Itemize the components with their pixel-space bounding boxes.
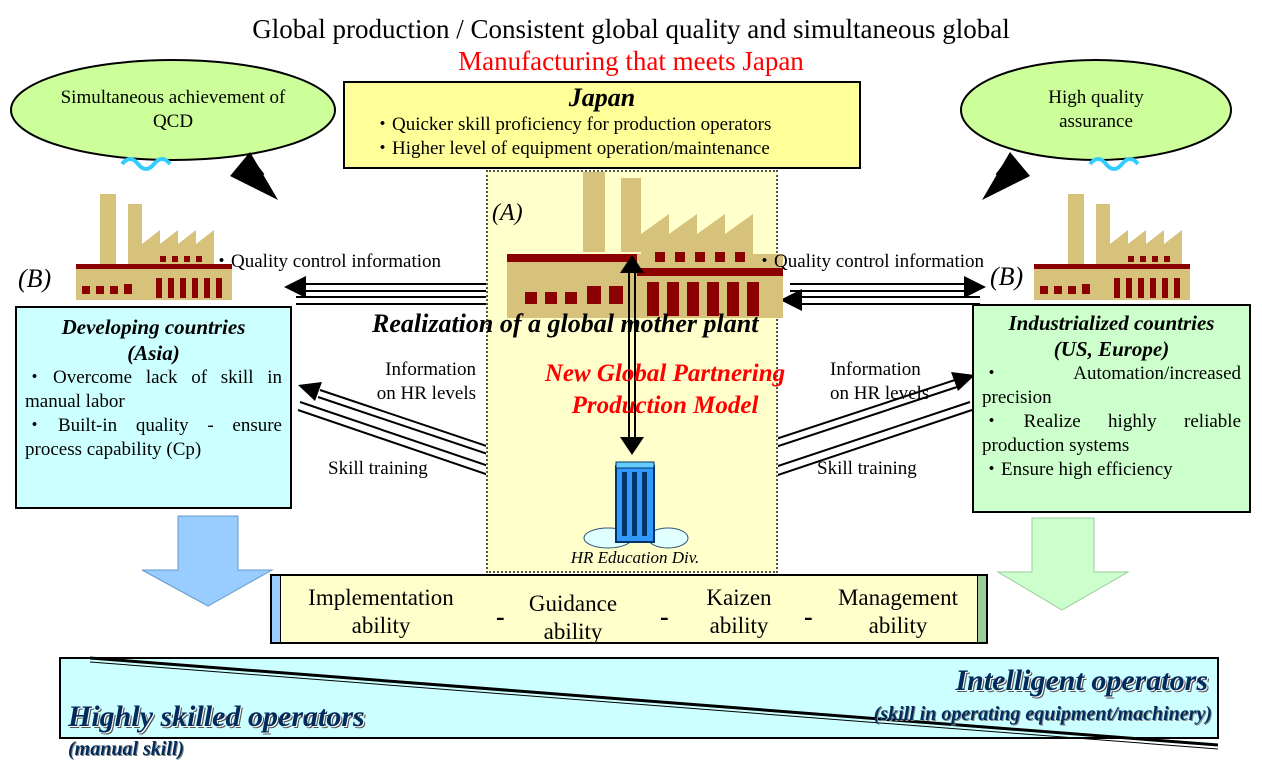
hr-info-left: Information on HR levels	[356, 358, 476, 406]
industrialized-countries-box: Industrialized countries (US, Europe) ・A…	[972, 304, 1251, 513]
quality-pointer-arrow	[982, 152, 1030, 200]
hr-division-label: HR Education Div.	[570, 548, 700, 567]
industrialized-item: ・Realize highly reliable production syst…	[982, 411, 1241, 456]
japan-box: Japan ・Quicker skill proficiency for pro…	[343, 81, 861, 169]
developing-title-line2: (Asia)	[127, 341, 180, 365]
qc-info-right-text: Quality control information	[774, 251, 985, 272]
ability-label: ability	[868, 613, 928, 638]
quality-bubble-text: High quality assurance	[1048, 87, 1144, 132]
ability-label: Implementation	[308, 585, 454, 610]
ability-label: ability	[543, 619, 603, 644]
japan-item: ・Quicker skill proficiency for productio…	[373, 114, 772, 135]
qcd-bubble-text: Simultaneous achievement of QCD	[60, 87, 286, 132]
developing-title-line1: Developing countries	[61, 315, 246, 339]
ability-separator: -	[804, 602, 813, 631]
ability-label: Management	[837, 585, 959, 610]
abilities-box-left-edge	[272, 576, 281, 642]
qcd-bubble	[10, 59, 336, 161]
page-subtitle: Manufacturing that meets Japan	[458, 46, 804, 76]
bullet-dot: ・	[755, 251, 775, 272]
page-title: Global production / Consistent global qu…	[252, 14, 1010, 44]
ability-label: ability	[709, 613, 769, 638]
developing-item: ・Built-in quality - ensure process capab…	[25, 415, 282, 460]
japan-title: Japan	[568, 83, 636, 112]
abilities-box: Implementation ability - Guidance abilit…	[270, 574, 988, 644]
vertical-double-arrow	[620, 255, 644, 455]
abilities-box-right-edge	[977, 576, 986, 642]
hr-info-left-line2: on HR levels	[376, 383, 476, 404]
factory-icon	[76, 157, 232, 300]
bullet-dot: ・	[212, 251, 232, 272]
ability-separator: -	[496, 602, 505, 631]
ability-label: Kaizen	[706, 585, 772, 610]
production-model-title: New Global Partnering Production Model	[505, 358, 825, 422]
japan-item: ・Higher level of equipment operation/mai…	[373, 138, 770, 159]
hr-info-right-line2: on HR levels	[830, 383, 930, 404]
mother-plant-factory-icon	[507, 172, 783, 318]
qc-info-right: ・Quality control information	[755, 246, 984, 273]
hr-info-left-line1: Information	[385, 359, 476, 380]
intelligent-operators-title: Intelligent operators	[955, 664, 1208, 697]
production-model-line2: Production Model	[571, 392, 759, 419]
ability-label: ability	[351, 613, 411, 638]
label-b-right: (B)	[990, 262, 1024, 291]
industrialized-title-line2: (US, Europe)	[1053, 337, 1170, 361]
skill-training-left: Skill training	[328, 458, 428, 479]
hr-building-icon	[583, 461, 689, 549]
production-model-line1: New Global Partnering	[544, 360, 786, 387]
right-down-arrow	[996, 517, 1130, 611]
qc-info-left-text: Quality control information	[231, 251, 442, 272]
developing-item: ・Overcome lack of skill in manual labor	[25, 367, 282, 412]
label-b-left: (B)	[18, 264, 52, 293]
ability-item: Management ability	[816, 584, 980, 640]
industrialized-item: ・Ensure high efficiency	[982, 459, 1173, 480]
realization-title: Realization of a global mother plant	[372, 309, 759, 338]
skilled-operators-title: Highly skilled operators	[68, 700, 365, 733]
developing-countries-box: Developing countries (Asia) ・Overcome la…	[15, 306, 292, 509]
industrialized-item: ・Automation/increased precision	[982, 363, 1241, 408]
skill-training-right: Skill training	[817, 458, 917, 479]
qc-info-left: ・Quality control information	[212, 246, 441, 273]
ability-label: Guidance	[528, 591, 618, 616]
skilled-operators-sub: (manual skill)	[68, 738, 185, 760]
industrialized-title-line1: Industrialized countries	[1008, 311, 1215, 335]
intelligent-operators-sub: (skill in operating equipment/machinery)	[873, 703, 1212, 725]
qcd-pointer-arrow	[230, 152, 278, 200]
factory-icon	[1034, 157, 1190, 300]
hr-info-right: Information on HR levels	[830, 358, 950, 406]
ability-item: Implementation ability	[286, 584, 476, 640]
operators-divider	[89, 656, 1219, 747]
ability-item: Guidance ability	[508, 590, 638, 646]
ability-separator: -	[660, 602, 669, 631]
ability-item: Kaizen ability	[674, 584, 804, 640]
hr-info-right-line1: Information	[830, 359, 921, 380]
label-a: (A)	[492, 200, 523, 226]
left-down-arrow	[141, 515, 274, 607]
